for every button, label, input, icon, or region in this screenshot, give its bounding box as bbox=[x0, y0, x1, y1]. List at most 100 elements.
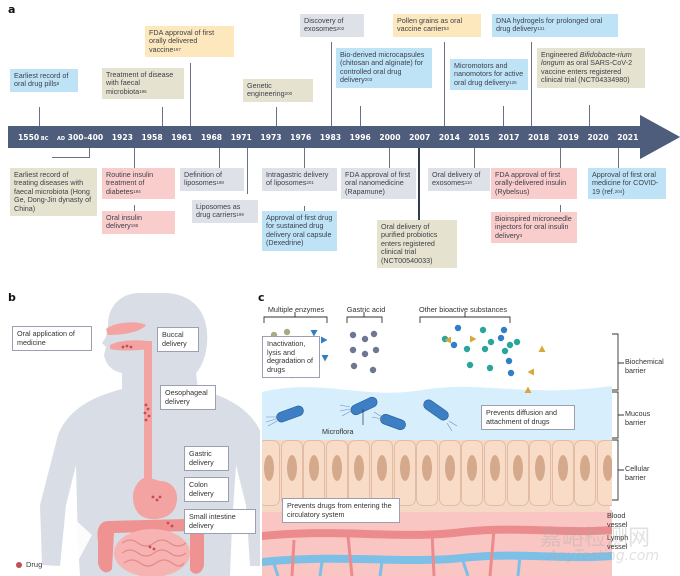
particle bbox=[369, 366, 377, 374]
event-discovery-exosomes: Discovery of exosomes202 bbox=[300, 14, 364, 37]
particle bbox=[470, 335, 477, 343]
particle bbox=[479, 326, 487, 334]
callout-oral-application: Oral application of medicine bbox=[12, 326, 92, 352]
timeline-arrowhead bbox=[640, 115, 680, 159]
year: 1983 bbox=[319, 132, 342, 142]
event-microneedle-injectors: Bioinspired microneedle injectors for or… bbox=[491, 212, 577, 244]
year: 2021 bbox=[617, 132, 639, 142]
event-probiotics-trial: Oral delivery of purified probiotics ent… bbox=[377, 220, 457, 269]
legend-drug: Drug bbox=[16, 560, 42, 569]
watermark-cn: 嘉峪检测网 bbox=[540, 526, 651, 551]
callout-inactivation: Inactivation, lysis and degradation of d… bbox=[262, 336, 320, 379]
connector bbox=[560, 205, 561, 212]
cell-nucleus bbox=[422, 455, 433, 481]
event-oral-drug-pills: Earliest record of oral drug pills8 bbox=[10, 69, 78, 92]
cell-nucleus bbox=[309, 455, 320, 481]
particle bbox=[444, 336, 451, 344]
epithelial-cell bbox=[393, 440, 416, 506]
cell-nucleus bbox=[264, 455, 274, 481]
connector bbox=[219, 148, 220, 168]
epithelial-cell bbox=[348, 440, 371, 506]
connector bbox=[418, 148, 420, 220]
particle bbox=[349, 346, 357, 354]
bacterium bbox=[380, 413, 406, 431]
label-blood-vessel: Blood vessel bbox=[607, 511, 628, 529]
cell-nucleus bbox=[399, 455, 410, 481]
barrier-brackets bbox=[612, 333, 624, 501]
epithelial-cell bbox=[529, 440, 552, 506]
event-oral-exosomes: Oral delivery of exosomes110 bbox=[428, 168, 490, 191]
connector bbox=[531, 42, 532, 126]
callout-buccal-delivery: Buccal delivery bbox=[157, 327, 199, 353]
year: 2020 bbox=[587, 132, 609, 142]
microflora-label: Microflora bbox=[322, 427, 354, 436]
particle bbox=[372, 346, 380, 354]
event-dexedrine: Approval of first drug for sustained dru… bbox=[262, 211, 337, 251]
cell-nucleus bbox=[444, 455, 455, 481]
connector bbox=[134, 148, 135, 168]
label-other-bioactive: Other bioactive substances bbox=[418, 305, 507, 314]
particle bbox=[527, 368, 534, 376]
panel-label-a: a bbox=[8, 3, 16, 16]
callout-gastric-delivery: Gastric delivery bbox=[184, 446, 229, 472]
event-intragastric-liposomes: Intragastric delivery of liposomes201 bbox=[262, 168, 337, 191]
event-pollen-grains: Pollen grains as oral vaccine carrier53 bbox=[393, 14, 481, 37]
cell-nucleus bbox=[603, 455, 612, 481]
cell-row bbox=[262, 440, 612, 512]
connector bbox=[304, 148, 305, 168]
particle bbox=[538, 345, 546, 352]
label-gastric-acid: Gastric acid bbox=[346, 305, 386, 314]
panel-label-b: b bbox=[8, 291, 16, 304]
connector bbox=[503, 106, 504, 126]
human-body-illustration bbox=[40, 293, 260, 576]
particle bbox=[283, 328, 291, 336]
epithelial-cell bbox=[506, 440, 529, 506]
drug-dot-icon bbox=[16, 561, 22, 568]
bracket-enzymes bbox=[263, 312, 328, 323]
particle bbox=[450, 341, 458, 349]
year: 1968 bbox=[200, 132, 223, 142]
particle bbox=[463, 345, 471, 353]
connector bbox=[39, 107, 40, 126]
event-bio-microcapsules: Bio-derived microcapsules (chitosan and … bbox=[336, 48, 432, 88]
epithelial-cell bbox=[551, 440, 574, 506]
event-covid-oral-medicine: Approval of first oral medicine for COVI… bbox=[588, 168, 666, 200]
particle bbox=[321, 336, 328, 344]
nasal-cavity bbox=[106, 322, 146, 335]
particle bbox=[481, 345, 489, 353]
epithelial-cell bbox=[484, 440, 506, 506]
connector bbox=[247, 148, 248, 194]
particle bbox=[361, 350, 369, 358]
epithelial-cell bbox=[303, 440, 326, 506]
cell-nucleus bbox=[377, 455, 387, 481]
event-micromotors: Micromotors and nanomotors for active or… bbox=[450, 59, 528, 91]
year: 1961 bbox=[171, 132, 193, 142]
label-mucous-barrier: Mucous barrier bbox=[625, 409, 651, 427]
event-hong-ge-record: Earliest record of treating diseases wit… bbox=[10, 168, 97, 217]
callout-colon-delivery: Colon delivery bbox=[184, 477, 229, 503]
cell-nucleus bbox=[467, 455, 478, 481]
particle bbox=[321, 355, 329, 362]
epithelial-cell bbox=[416, 440, 439, 506]
year-1550bc: 1550 BC bbox=[18, 132, 49, 142]
small-intestine bbox=[114, 529, 190, 576]
connector bbox=[444, 42, 445, 126]
particle bbox=[524, 386, 532, 393]
bracket-acid bbox=[346, 312, 383, 323]
oesophagus bbox=[144, 341, 152, 483]
event-definition-liposomes: Definition of liposomes198 bbox=[180, 168, 244, 191]
event-oral-insulin: Oral insulin delivery195 bbox=[102, 211, 175, 234]
connector bbox=[389, 148, 390, 168]
particle bbox=[500, 326, 508, 334]
particle bbox=[487, 338, 495, 346]
epithelial-cell bbox=[371, 440, 393, 506]
callout-prevents-diffusion: Prevents diffusion and attachment of dru… bbox=[481, 405, 575, 431]
particle bbox=[486, 364, 494, 372]
year: 1976 bbox=[290, 132, 312, 142]
timeline-years: 1550 BC AD 300–400 1923 1958 1961 1968 1… bbox=[18, 126, 647, 148]
particle bbox=[350, 362, 358, 370]
event-routine-insulin: Routine insulin treatment of diabetes194 bbox=[102, 168, 175, 200]
connector bbox=[474, 148, 475, 168]
connector bbox=[618, 148, 619, 168]
particle bbox=[454, 324, 462, 332]
